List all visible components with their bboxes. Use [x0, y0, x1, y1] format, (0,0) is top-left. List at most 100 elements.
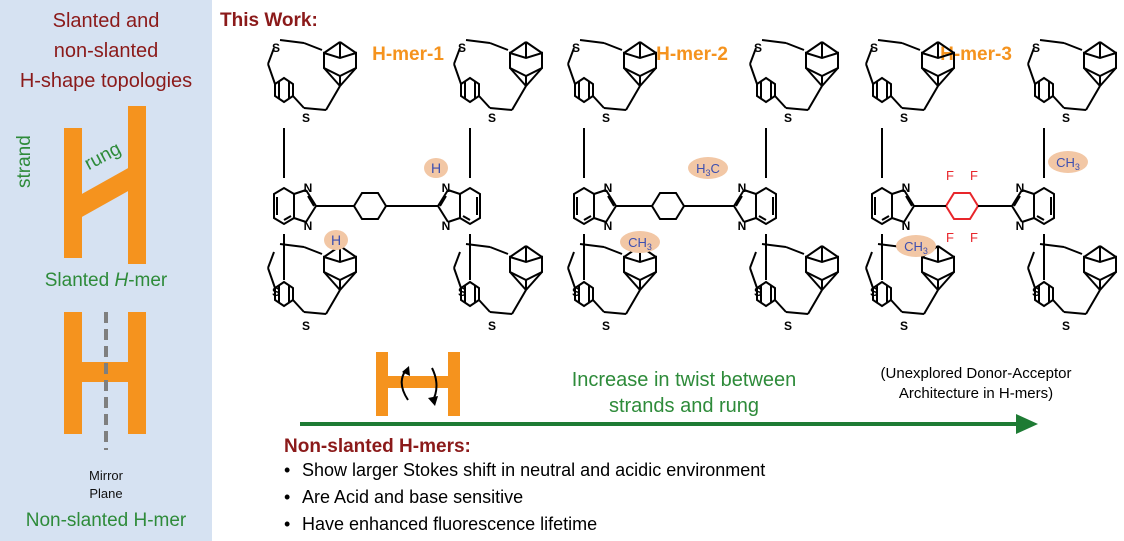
strand-label: strand [14, 135, 35, 188]
mirror-label-line-2: Plane [89, 486, 123, 501]
hmer-1-bottom-highlight [324, 230, 348, 250]
hmer-1-sulfur-bottom-2a: S [458, 285, 466, 299]
hmer-3-macrocycle-bottom-right [1027, 243, 1117, 315]
hmer-3-bottom-highlight [896, 235, 936, 257]
hmer-structures: This Work: H-mer-1 H H H-mer-2 [220, 10, 1117, 534]
hmer-2-sulfur-top-2a: S [754, 41, 762, 55]
hmer-2-sulfur-top-1a: S [572, 41, 580, 55]
hmer-2-macrocycle-bottom-left [567, 243, 657, 315]
hmer-2-bottom-highlight [620, 231, 660, 253]
nonslanted-strand-right [128, 312, 146, 434]
hmer-3-sulfur-top-1a: S [870, 41, 878, 55]
hmer-2-sulfur-bottom-1a: S [572, 285, 580, 299]
nonslanted-strand-left [64, 312, 82, 434]
nonslanted-heading: Non-slanted H-mers: [284, 436, 471, 457]
hmer-2-phenyl-linker [650, 192, 686, 220]
hmer-1-phenyl-linker [352, 192, 388, 220]
hmer-3-nitrogen-left-bottom: N [902, 219, 911, 233]
hmer-2-molecule: H-mer-2 H3C CH3 [567, 39, 839, 315]
hmer-2-sulfur-top-2b: S [784, 111, 792, 125]
slanted-hmer-caption: Slanted H-mer [44, 270, 168, 291]
slanted-rung [80, 167, 130, 218]
hmer-2-sulfur-bottom-2a: S [754, 285, 762, 299]
hmer-2-macrocycle-bottom-right [749, 243, 839, 315]
topology-shapes [64, 106, 146, 450]
slanted-strand-left [64, 128, 82, 258]
hmer-3-sulfur-top-2a: S [1032, 41, 1040, 55]
hmer-3-fluorine-top-left: F [946, 168, 954, 183]
hmer-1-sulfur-top-1b: S [302, 111, 310, 125]
bullet-dot-2: • [284, 487, 290, 507]
bullet-dot-3: • [284, 514, 290, 534]
hmer-3-nitrogen-right-top: N [1016, 181, 1025, 195]
bullet-3: Have enhanced fluorescence lifetime [302, 514, 597, 534]
twist-text-line-1: Increase in twist between [572, 369, 797, 391]
twist-increase-arrowhead-icon [1016, 414, 1038, 434]
hmer-1-macrocycle-bottom-left [267, 243, 357, 315]
hmer-3-label: H-mer-3 [940, 44, 1012, 65]
mirror-label-line-1: Mirror [89, 468, 123, 483]
hmer-3-nitrogen-left-top: N [902, 181, 911, 195]
hmer-2-top-substituent: H3C [696, 161, 720, 178]
hmer-2-sulfur-bottom-1b: S [602, 319, 610, 333]
hmer-1-nitrogen-left-bottom: N [304, 219, 313, 233]
hmer-1-nitrogen-left-top: N [304, 181, 313, 195]
hmer-1-molecule: H-mer-1 H H [267, 39, 543, 315]
hmer-1-macrocycle-top-left [267, 39, 357, 111]
hmer-2-nitrogen-left-bottom: N [604, 219, 613, 233]
hmer-3-bottom-substituent: CH3 [904, 239, 928, 256]
hmer-3-sulfur-bottom-1a: S [870, 285, 878, 299]
hmer-2-nitrogen-right-bottom: N [738, 219, 747, 233]
hmer-1-nitrogen-right-bottom: N [442, 219, 451, 233]
topology-title-line-3: H-shape topologies [19, 70, 193, 92]
hmer-2-macrocycle-top-left [567, 39, 657, 111]
hmer-1-macrocycle-top-right [453, 39, 543, 111]
twist-h-icon [376, 352, 460, 416]
hmer-1-macrocycle-bottom-right [453, 243, 543, 315]
hmer-1-sulfur-bottom-1b: S [302, 319, 310, 333]
hmer-3-macrocycle-top-right [1027, 39, 1117, 111]
twist-text-line-2: strands and rung [609, 395, 759, 417]
hmer-3-sulfur-bottom-1b: S [900, 319, 908, 333]
hmer-2-sulfur-top-1b: S [602, 111, 610, 125]
topology-panel: Slanted and non-slanted H-shape topologi… [0, 0, 212, 541]
slanted-strand-right [128, 106, 146, 264]
hmer-3-sulfur-top-2b: S [1062, 111, 1070, 125]
bullet-dot-1: • [284, 460, 290, 480]
hmer-1-bottom-substituent: H [331, 232, 341, 248]
nonslanted-hmer-caption: Non-slanted H-mer [25, 510, 187, 531]
hmer-1-label: H-mer-1 [372, 44, 444, 65]
hmer-3-tetrafluorophenyl-linker [944, 192, 980, 220]
hmer-2-top-highlight [688, 157, 728, 179]
hmer-1-top-substituent: H [431, 160, 441, 176]
hmer-2-sulfur-bottom-2b: S [784, 319, 792, 333]
hmer-2-label: H-mer-2 [656, 44, 728, 65]
hmer-1-nitrogen-right-top: N [442, 181, 451, 195]
hmer-1-sulfur-bottom-1a: S [272, 285, 280, 299]
hmer-3-sulfur-top-1b: S [900, 111, 908, 125]
hmer-2-bottom-substituent: CH3 [628, 235, 652, 252]
hmer-3-sulfur-bottom-2b: S [1062, 319, 1070, 333]
hmer-2-nitrogen-left-top: N [604, 181, 613, 195]
bullet-1: Show larger Stokes shift in neutral and … [302, 460, 765, 480]
hmer-1-sulfur-top-2b: S [488, 111, 496, 125]
donor-acceptor-note-line-2: Architecture in H-mers) [899, 385, 1053, 402]
this-work-title: This Work: [220, 10, 318, 31]
hmer-3-fluorine-bottom-left: F [946, 230, 954, 245]
topology-title-line-1: Slanted and [52, 10, 160, 32]
hmer-3-nitrogen-right-bottom: N [1016, 219, 1025, 233]
hmer-2-macrocycle-top-right [749, 39, 839, 111]
hmer-1-sulfur-bottom-2b: S [488, 319, 496, 333]
hmer-3-sulfur-bottom-2a: S [1032, 285, 1040, 299]
hmer-1-sulfur-top-1a: S [272, 41, 280, 55]
topology-title-line-2: non-slanted [53, 40, 159, 62]
hmer-3-top-substituent: CH3 [1056, 155, 1080, 172]
hmer-1-sulfur-top-2a: S [458, 41, 466, 55]
hmer-1-top-highlight [424, 158, 448, 178]
hmer-3-top-highlight [1048, 151, 1088, 173]
hmer-3-molecule: H-mer-3 F F F F CH3 CH3 [865, 39, 1117, 315]
donor-acceptor-note-line-1: (Unexplored Donor-Acceptor [881, 365, 1072, 382]
bullet-2: Are Acid and base sensitive [302, 487, 523, 507]
hmer-3-fluorine-bottom-right: F [970, 230, 978, 245]
hmer-2-nitrogen-right-top: N [738, 181, 747, 195]
